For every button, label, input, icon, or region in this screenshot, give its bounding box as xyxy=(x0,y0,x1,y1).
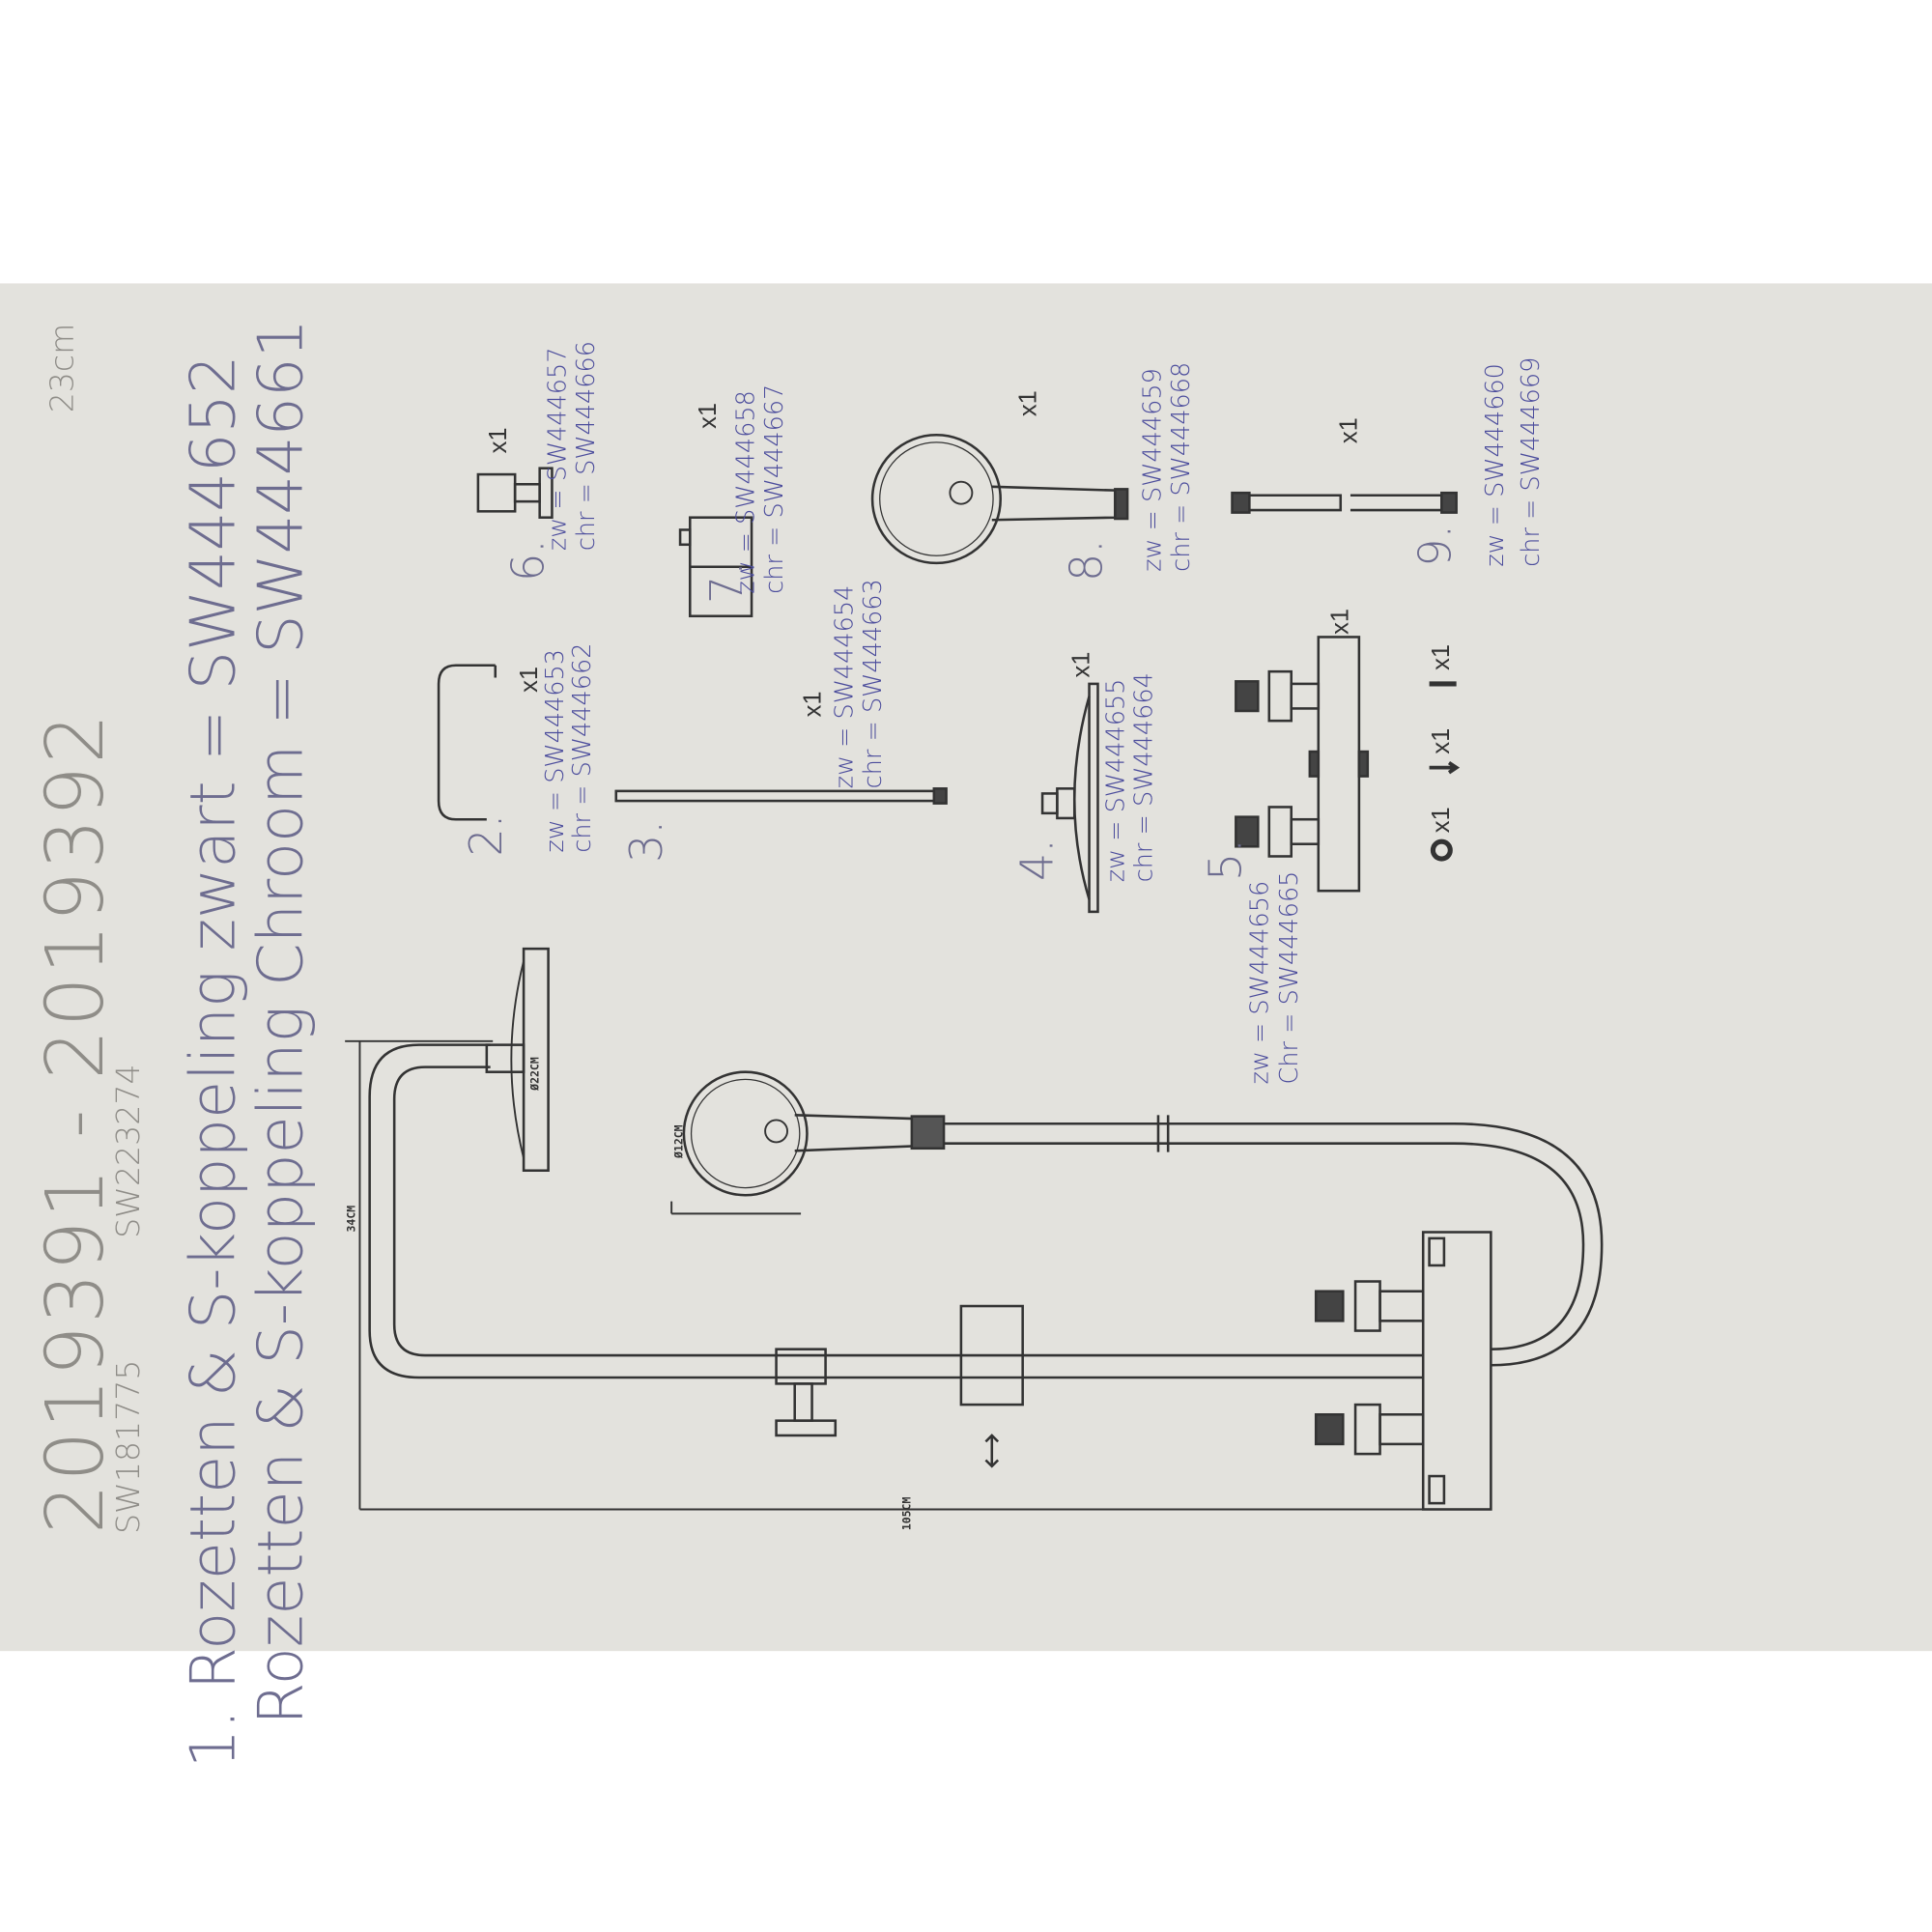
part-5-thermostat xyxy=(1235,636,1370,893)
part-7-chr: chr = SW444667 xyxy=(758,384,789,594)
rain-head-plate xyxy=(522,947,550,1173)
screw-icon xyxy=(1429,760,1461,775)
part-3-qty: x1 xyxy=(799,691,827,718)
dim-rain-head: Ø22CM xyxy=(529,1057,543,1091)
size-note: 23cm xyxy=(43,323,82,413)
pin-qty: x1 xyxy=(1428,643,1456,670)
shower-hose xyxy=(944,1122,1604,1367)
hand-shower-handle xyxy=(794,1114,920,1152)
part-2-zw: zw = SW444653 xyxy=(539,648,570,853)
part-9-number: 9. xyxy=(1410,524,1462,567)
slide-arrow xyxy=(984,1434,1000,1468)
part-8-qty: x1 xyxy=(1015,390,1043,417)
part-4-qty: x1 xyxy=(1067,651,1095,678)
part-3-number: 3. xyxy=(622,820,673,863)
part-2-qty: x1 xyxy=(516,666,544,693)
note-line-2: Rozetten & S-koppeling Chroom = SW444661 xyxy=(244,318,317,1725)
part-5-qty: x1 xyxy=(1326,608,1354,635)
hand-shower-head xyxy=(682,1070,809,1197)
part-8-number: 8. xyxy=(1062,539,1113,582)
slider xyxy=(959,1304,1024,1406)
part-3-zw: zw = SW444654 xyxy=(829,584,860,789)
part-8-zw: zw = SW444659 xyxy=(1137,368,1167,572)
thermostat-body xyxy=(1421,1231,1492,1511)
code-right: SW223274 xyxy=(110,1064,149,1238)
part-6-zw: zw = SW444657 xyxy=(542,347,572,552)
ring-qty: x1 xyxy=(1428,807,1456,834)
part-2-number: 2. xyxy=(462,813,513,857)
part-7-slider xyxy=(678,516,753,618)
part-6-qty: x1 xyxy=(485,427,513,454)
product-numbers: 2019391 - 2019392 xyxy=(30,711,123,1535)
part-3-rod xyxy=(614,787,948,805)
dim-height: 105CM xyxy=(901,1496,915,1531)
shower-arm xyxy=(368,1043,1424,1379)
part-8-hand-shower xyxy=(870,433,1129,565)
valve-right xyxy=(1314,1403,1425,1456)
part-9-chr: chr = SW444669 xyxy=(1515,356,1546,567)
part-3-chr: chr = SW444663 xyxy=(857,579,888,789)
part-4-zw: zw = SW444655 xyxy=(1100,678,1130,883)
wall-bracket xyxy=(775,1348,838,1437)
rain-head-connector xyxy=(485,1043,526,1073)
dim-hand-head: Ø12CM xyxy=(673,1124,687,1158)
part-7-qty: x1 xyxy=(695,402,723,429)
part-4-number: 4. xyxy=(1012,838,1064,881)
ring-icon xyxy=(1430,838,1453,862)
valve-left xyxy=(1314,1280,1425,1332)
note-line-1: 1. Rozetten & S-koppeling zwart = SW4446… xyxy=(177,355,249,1769)
part-5-chr: Chr = SW444665 xyxy=(1273,870,1304,1085)
part-5-number: 5. xyxy=(1201,838,1252,881)
paper-sheet xyxy=(0,283,1932,1652)
hand-shower-bracket xyxy=(670,1201,802,1215)
part-8-chr: chr = SW444668 xyxy=(1165,361,1196,572)
part-9-hose xyxy=(1231,491,1458,514)
shower-set-assembly xyxy=(345,947,1604,1511)
part-7-zw: zw = SW444658 xyxy=(730,390,760,594)
part-9-zw: zw = SW444660 xyxy=(1479,363,1510,567)
dim-arm: 34CM xyxy=(346,1205,359,1233)
part-4-chr: chr = SW444664 xyxy=(1128,672,1158,883)
part-2-chr: chr = SW444662 xyxy=(566,642,597,853)
part-5-zw: zw = SW444656 xyxy=(1244,880,1274,1085)
part-6-wall-bracket xyxy=(476,467,554,519)
part-9-qty: x1 xyxy=(1335,417,1363,444)
code-left: SW181775 xyxy=(110,1359,149,1535)
part-4-rain-head xyxy=(1040,682,1099,914)
screw-qty: x1 xyxy=(1428,727,1456,754)
part-6-chr: chr = SW444666 xyxy=(570,341,601,552)
part-2-s-arm xyxy=(437,664,497,821)
